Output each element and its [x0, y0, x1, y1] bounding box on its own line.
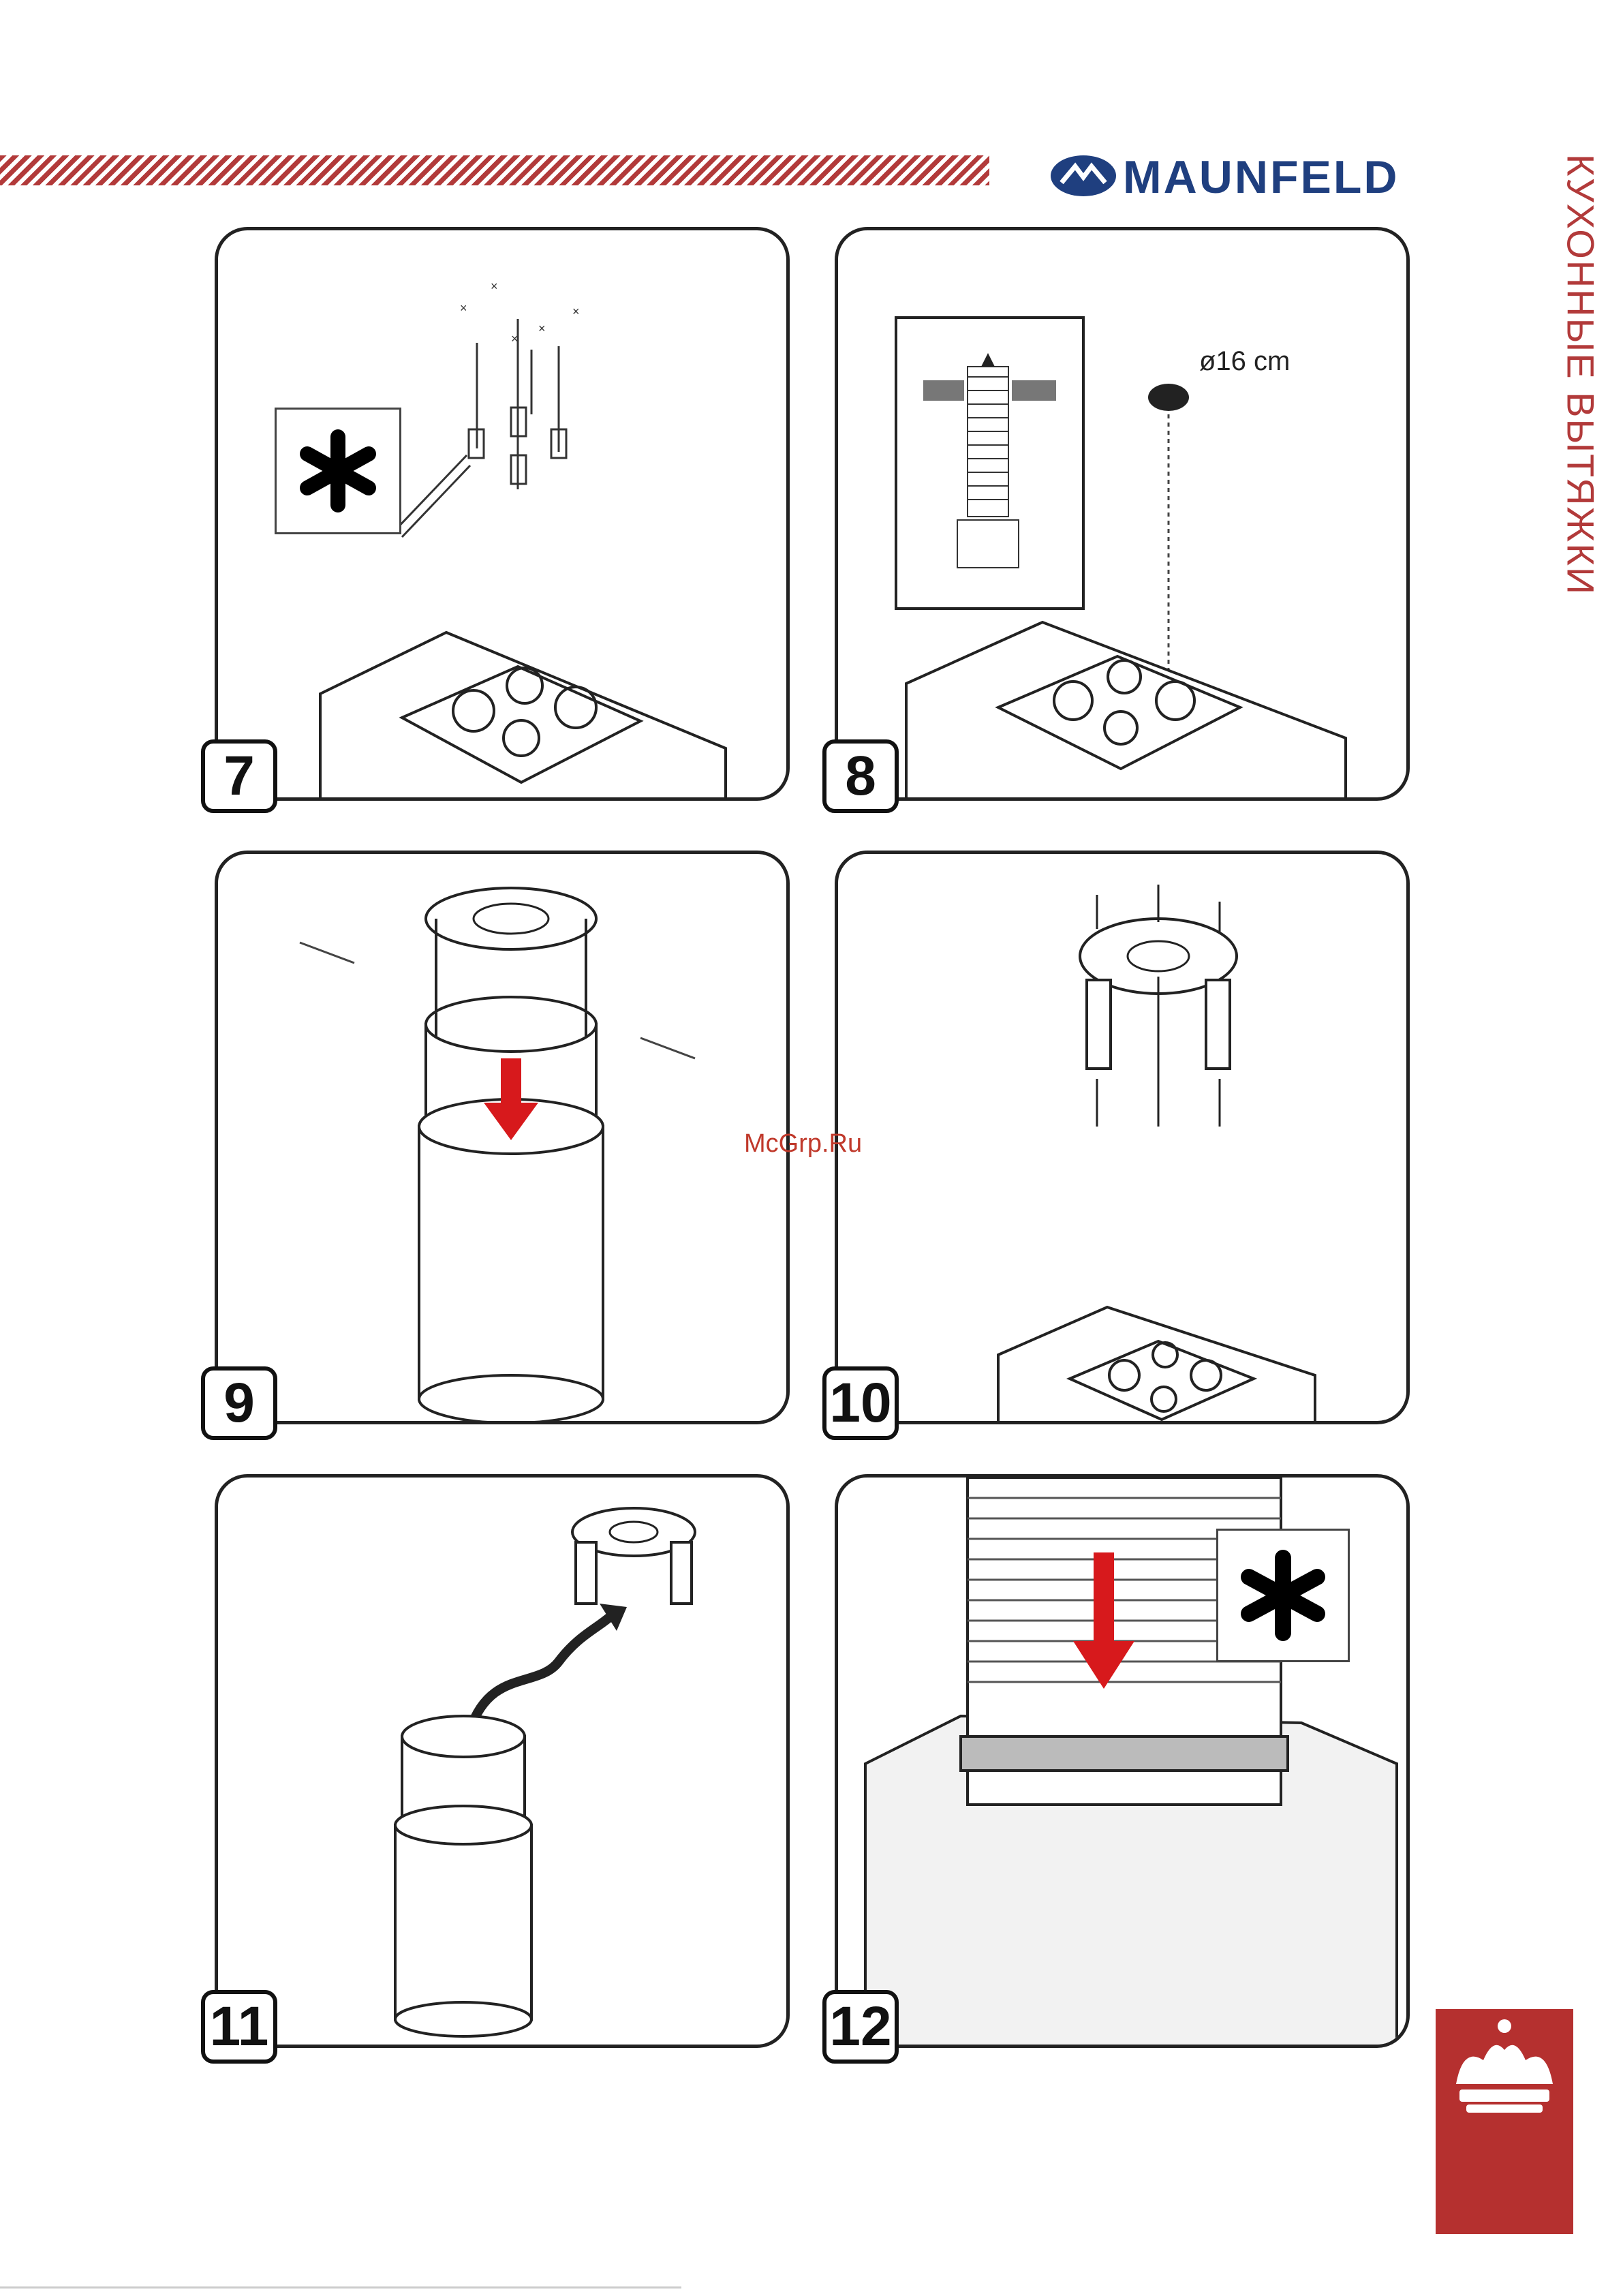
step-number: 10	[822, 1366, 899, 1440]
brand-name: MAUNFELD	[1123, 151, 1400, 203]
side-title: КУХОННЫЕ ВЫТЯЖКИ	[1560, 136, 1601, 613]
brand-logo: MAUNFELD	[1049, 150, 1465, 202]
step-number: 12	[822, 1990, 899, 2064]
step-11-panel	[215, 1474, 790, 2048]
step-10-panel	[835, 851, 1410, 1424]
brand-logo-icon	[1049, 150, 1117, 202]
step-number: 7	[201, 739, 277, 813]
svg-text:×: ×	[491, 279, 498, 293]
asterisk-box	[1216, 1529, 1350, 1662]
step-7-panel: × × × × ×	[215, 227, 790, 801]
asterisk-icon	[277, 410, 399, 532]
svg-text:×: ×	[460, 301, 467, 315]
svg-text:×: ×	[511, 332, 519, 346]
crown-badge	[1436, 2009, 1573, 2234]
step-8-panel: ø16 cm	[835, 227, 1410, 801]
step-12-panel	[835, 1474, 1410, 2048]
watermark: McGrp.Ru	[744, 1129, 862, 1159]
asterisk-icon	[1218, 1531, 1348, 1660]
step-number: 8	[822, 739, 899, 813]
step-number: 9	[201, 1366, 277, 1440]
side-title-text: КУХОННЫЕ ВЫТЯЖКИ	[1559, 154, 1603, 596]
step-number: 11	[201, 1990, 277, 2064]
step-9-panel	[215, 851, 790, 1424]
asterisk-box	[275, 408, 401, 534]
svg-text:×: ×	[538, 322, 546, 335]
header-stripe	[0, 155, 989, 185]
crown-icon	[1436, 2009, 1573, 2234]
diameter-label: ø16 cm	[1199, 346, 1290, 376]
footer-rule	[0, 2286, 681, 2289]
svg-text:×: ×	[572, 305, 580, 318]
